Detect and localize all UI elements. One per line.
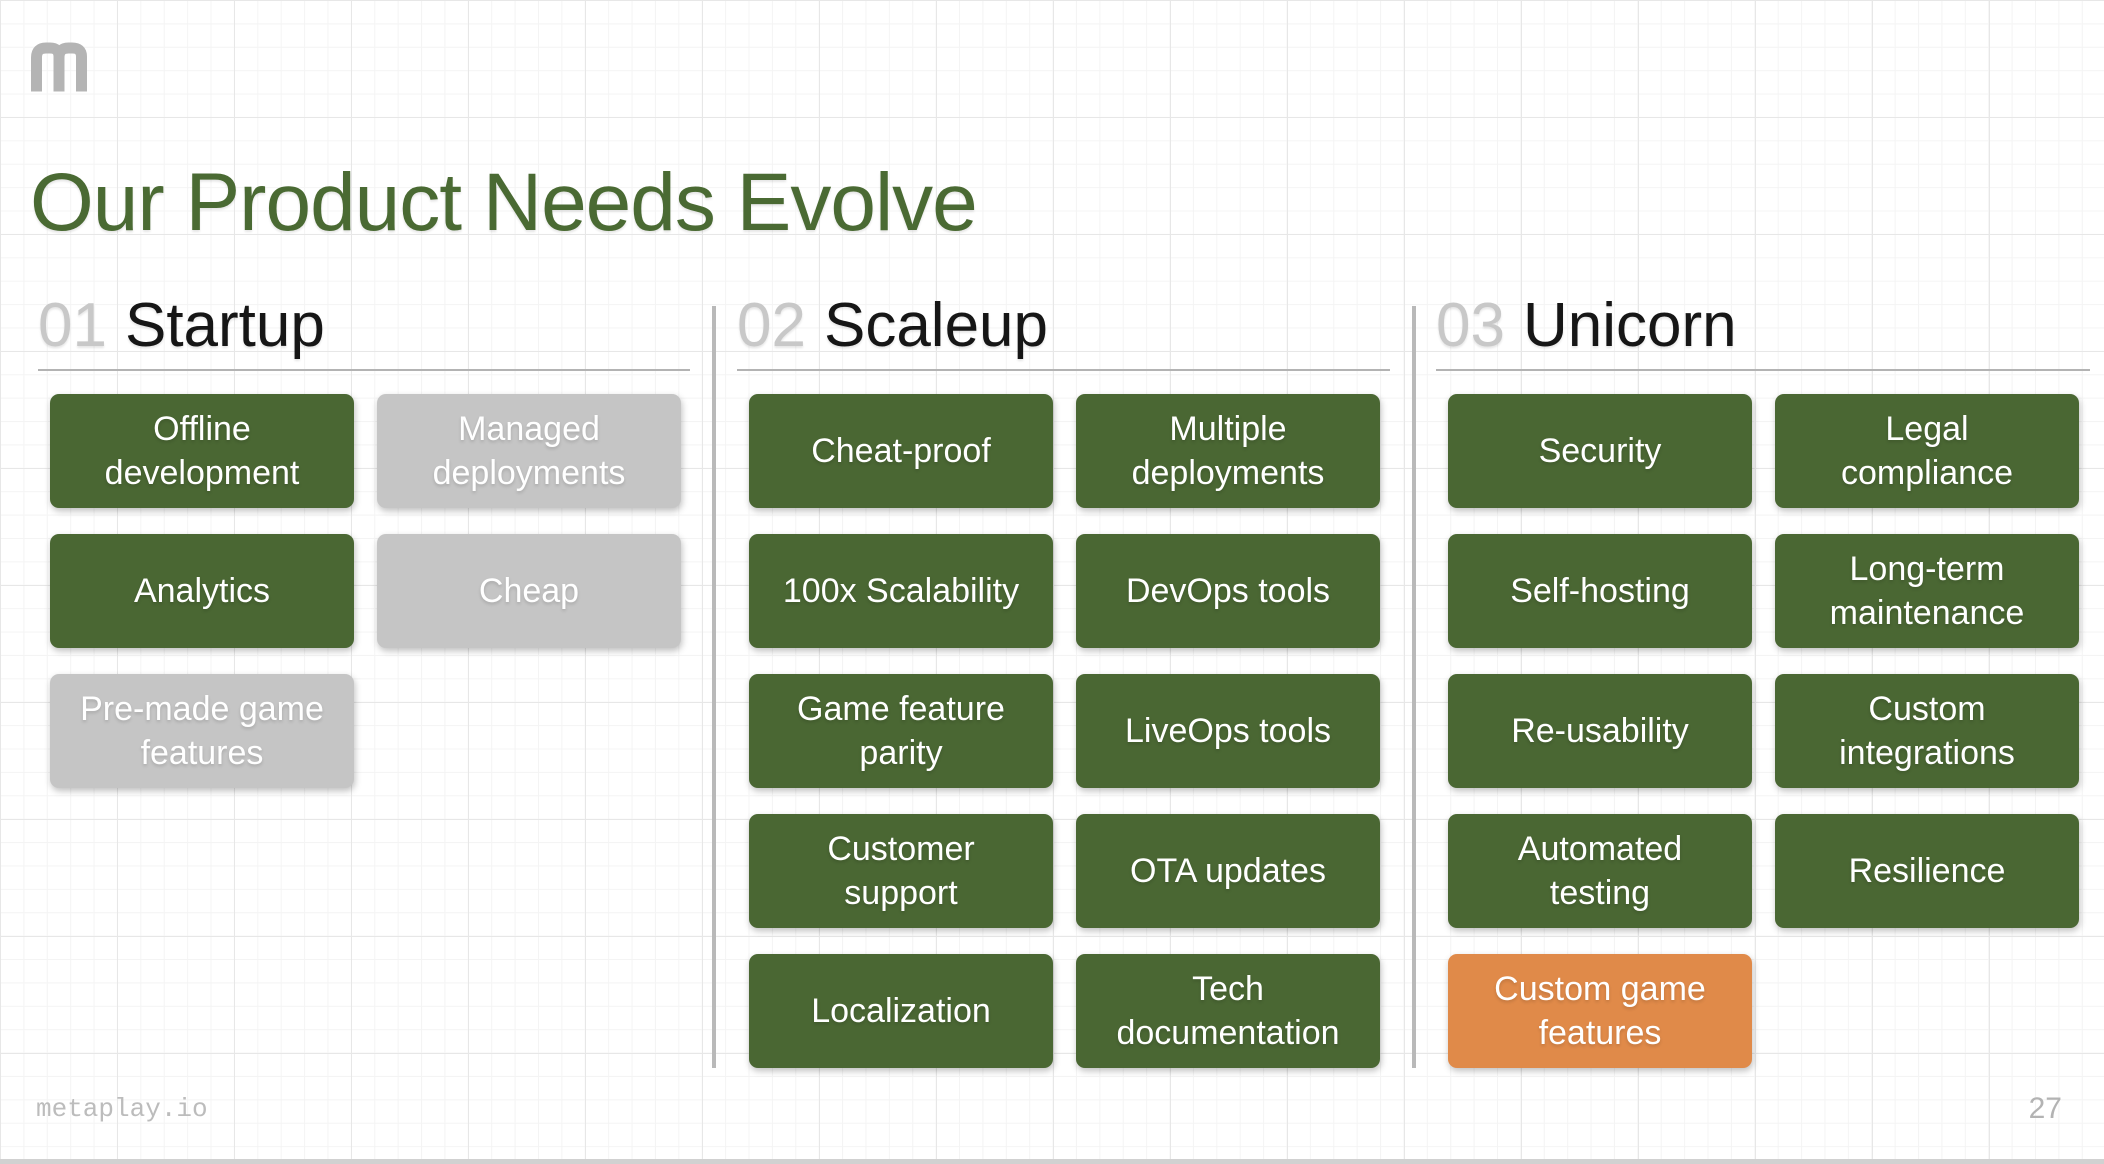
feature-chip: Legal compliance [1775, 394, 2079, 508]
feature-chip: Re-usability [1448, 674, 1752, 788]
feature-chip: Offline development [50, 394, 354, 508]
feature-chip: Game feature parity [749, 674, 1053, 788]
feature-chip: Security [1448, 394, 1752, 508]
feature-chip: Custom game features [1448, 954, 1752, 1068]
feature-chip: Pre-made game features [50, 674, 354, 788]
stage-name: Unicorn [1522, 291, 1737, 360]
feature-chip: Localization [749, 954, 1053, 1068]
feature-chip: Resilience [1775, 814, 2079, 928]
feature-chip: Customer support [749, 814, 1053, 928]
feature-chip: Managed deployments [377, 394, 681, 508]
feature-chip: Self-hosting [1448, 534, 1752, 648]
stage-number: 01 [38, 291, 107, 360]
feature-chip: OTA updates [1076, 814, 1380, 928]
slide-bottom-edge [0, 1159, 2104, 1164]
feature-chip: Automated testing [1448, 814, 1752, 928]
heading-underline [1436, 369, 2090, 371]
column-divider [712, 306, 716, 1068]
feature-chip: 100x Scalability [749, 534, 1053, 648]
page-number: 27 [2028, 1092, 2062, 1125]
feature-chip: Custom integrations [1775, 674, 2079, 788]
feature-chip: Analytics [50, 534, 354, 648]
page-title: Our Product Needs Evolve [30, 157, 978, 248]
stage-name: Scaleup [823, 291, 1049, 360]
feature-chip: DevOps tools [1076, 534, 1380, 648]
heading-underline [38, 369, 690, 371]
stage-name: Startup [124, 291, 325, 360]
stage-number: 03 [1436, 291, 1505, 360]
feature-chip: Long-term maintenance [1775, 534, 2079, 648]
column-divider [1412, 306, 1416, 1068]
feature-chip: LiveOps tools [1076, 674, 1380, 788]
feature-chip: Cheat-proof [749, 394, 1053, 508]
metaplay-logo-icon [31, 42, 87, 92]
footer-site-url: metaplay.io [36, 1094, 208, 1124]
feature-chip: Cheap [377, 534, 681, 648]
heading-underline [737, 369, 1390, 371]
feature-chip: Multiple deployments [1076, 394, 1380, 508]
feature-chip: Tech documentation [1076, 954, 1380, 1068]
stage-number: 02 [737, 291, 806, 360]
